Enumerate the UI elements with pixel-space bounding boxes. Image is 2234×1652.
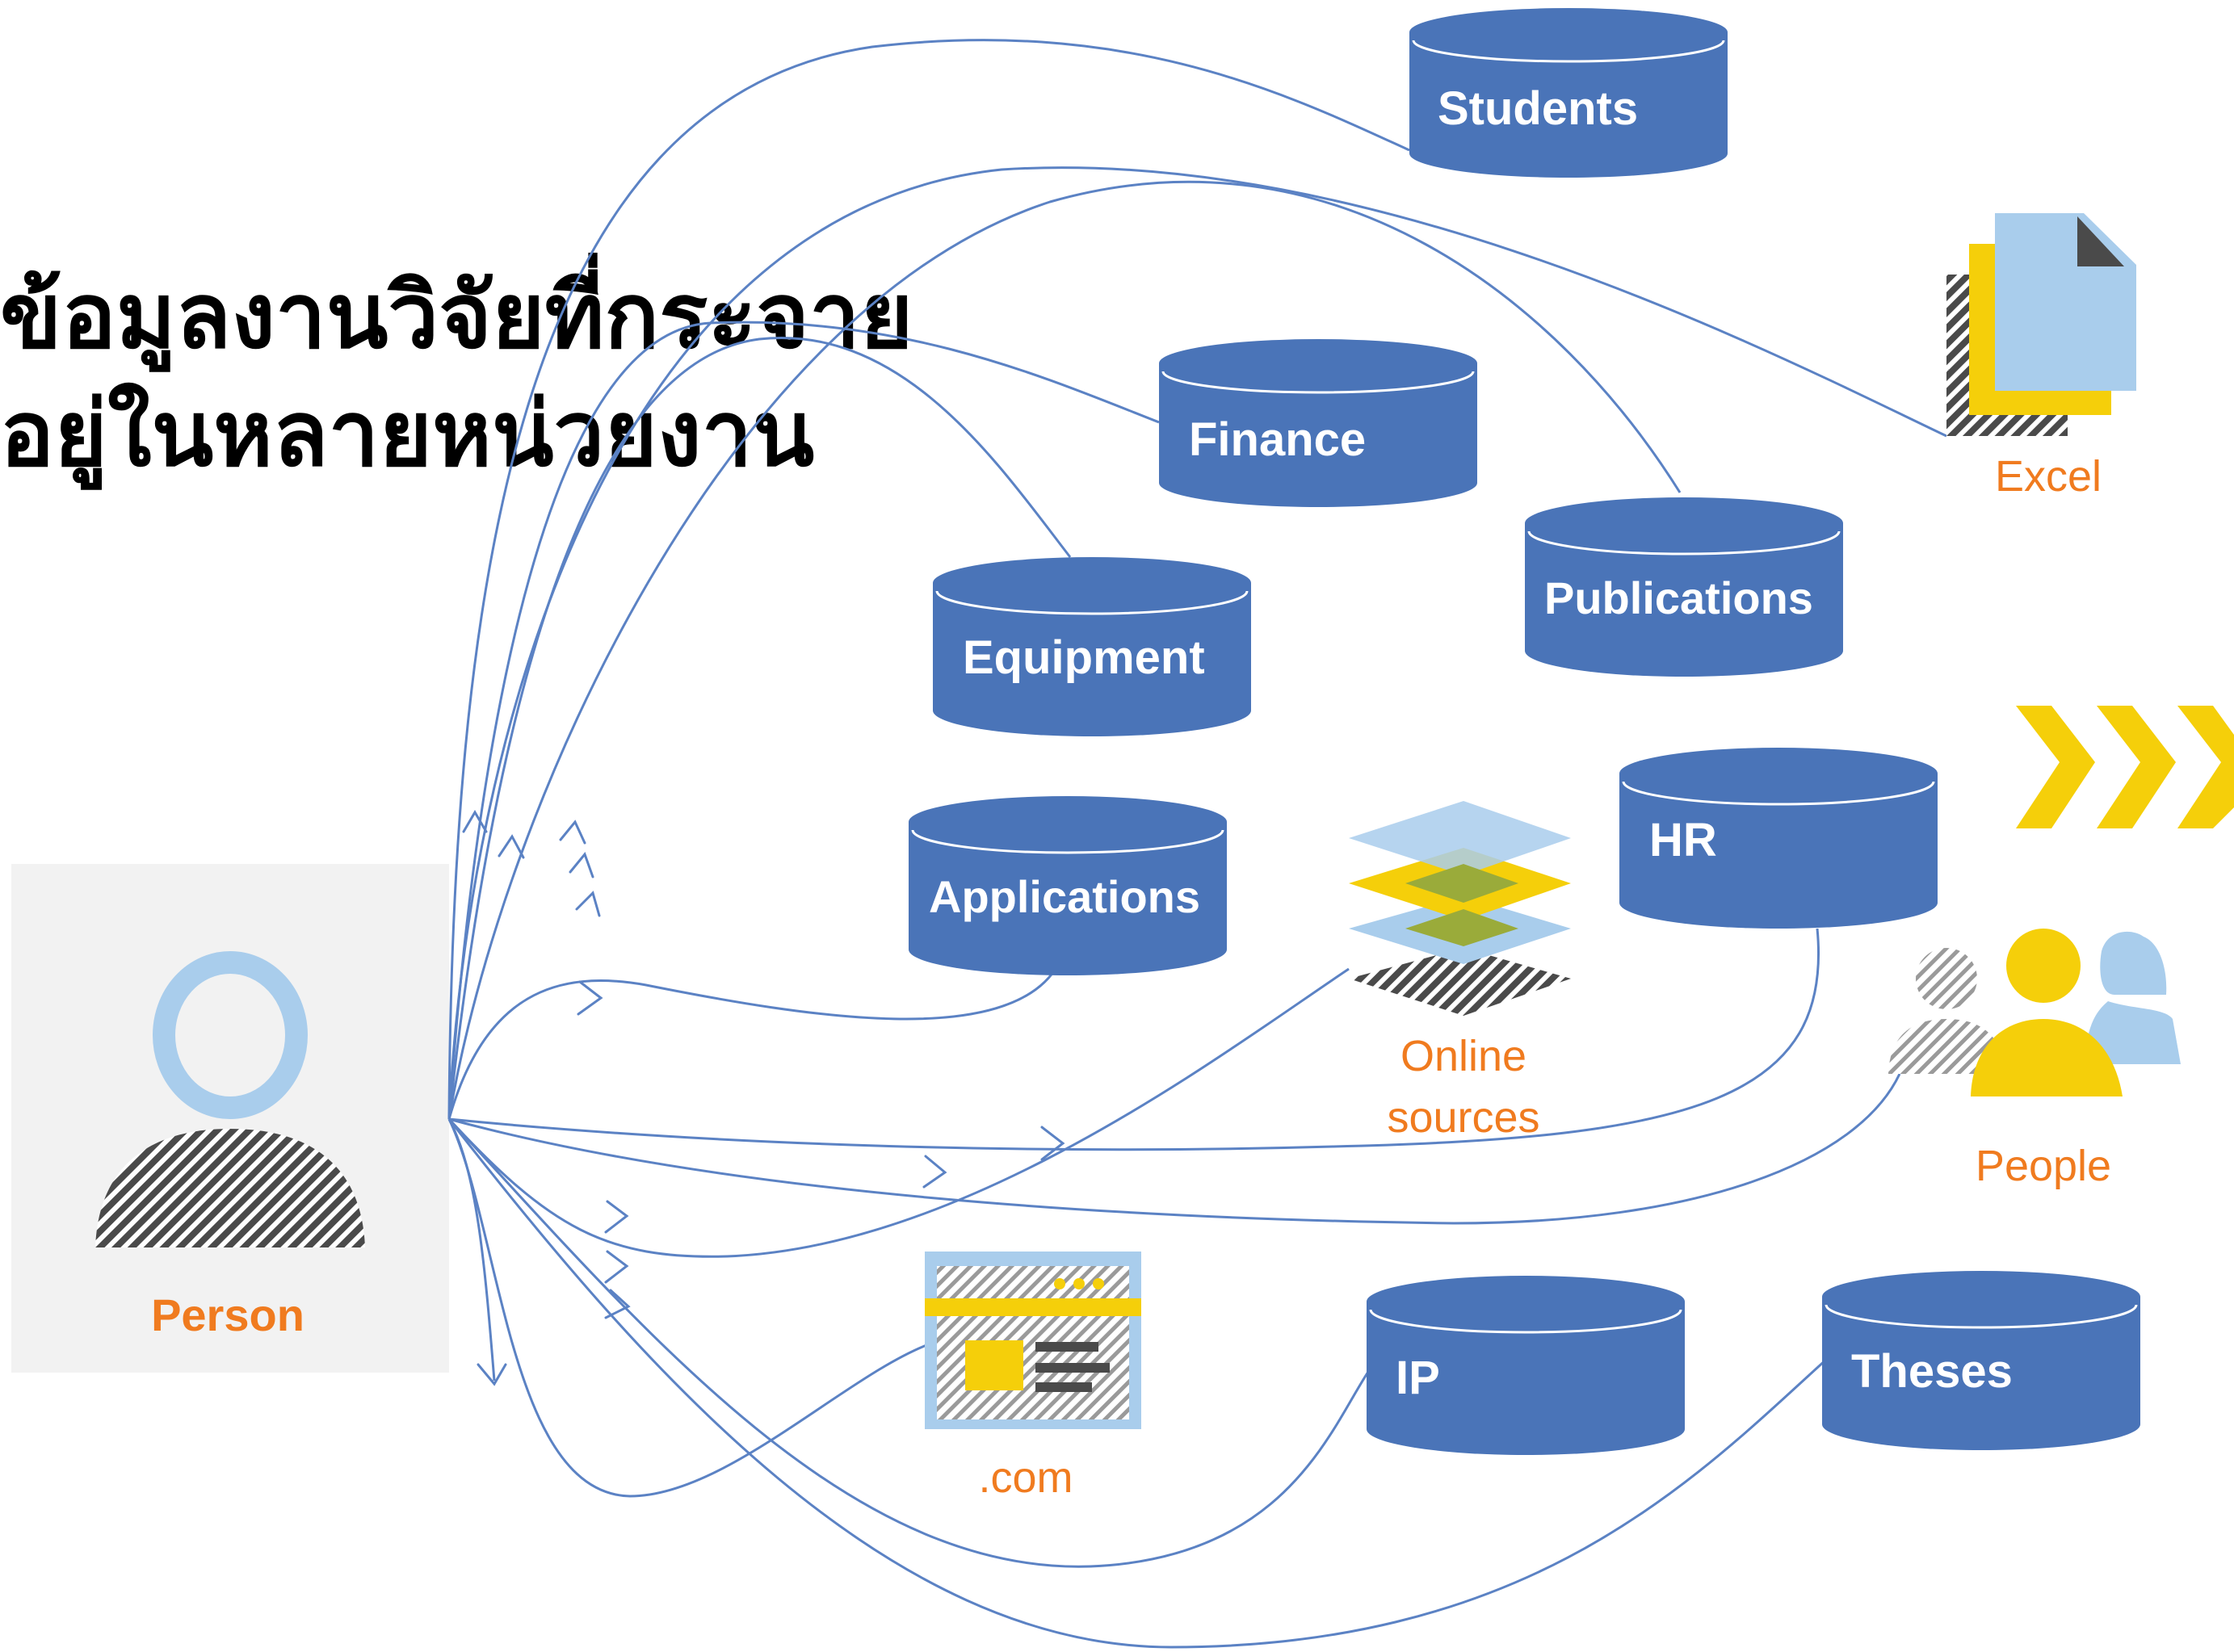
database-ip-label: IP	[1396, 1352, 1440, 1404]
connection-equipment	[447, 337, 1072, 1120]
database-applications: Applications	[909, 796, 1227, 975]
database-finance-label: Finance	[1189, 413, 1366, 466]
arrowheads	[462, 810, 1065, 1386]
connection-publications	[447, 180, 1682, 1120]
connection-web	[447, 1118, 934, 1498]
excel-documents-icon	[1946, 213, 2136, 436]
people-label: People	[1976, 1142, 2111, 1190]
connection-online	[447, 967, 1350, 1258]
connection-theses	[447, 1118, 1829, 1649]
database-finance: Finance	[1159, 339, 1477, 507]
connection-ip	[447, 1117, 1375, 1568]
connection-lower	[447, 1118, 496, 1382]
web-node: .com	[925, 1252, 1141, 1502]
online-sources-node: Online sources	[1349, 801, 1571, 1142]
arrowhead	[498, 834, 525, 859]
database-equipment-label: Equipment	[963, 631, 1205, 684]
arrowhead	[604, 1250, 629, 1284]
chevrons-right-icon	[2016, 706, 2234, 828]
database-theses-label: Theses	[1851, 1345, 2013, 1398]
people-group-icon	[1888, 929, 2181, 1096]
layers-icon	[1349, 801, 1571, 1016]
web-label: .com	[978, 1453, 1073, 1502]
arrowhead	[604, 1289, 631, 1319]
database-publications: Publications	[1525, 497, 1843, 677]
database-hr-label: HR	[1649, 814, 1717, 866]
connection-finance	[447, 321, 1160, 1120]
arrowhead	[477, 1363, 507, 1386]
person-node: Person	[11, 864, 449, 1373]
arrowhead	[559, 820, 586, 845]
database-students-label: Students	[1438, 82, 1638, 135]
arrowhead	[604, 1200, 629, 1234]
connection-people	[448, 1073, 1901, 1225]
person-label: Person	[151, 1289, 304, 1340]
diagram-title-line-1: ข้อมูลงานวิจัยที่กระจาย	[0, 264, 913, 369]
arrowhead	[569, 851, 594, 878]
diagram-title-line-2: อยู่ในหลายหน่วยงาน	[0, 382, 815, 487]
database-theses: Theses	[1822, 1271, 2140, 1450]
online-sources-label-line-1: Online	[1400, 1032, 1526, 1080]
arrowhead	[462, 810, 488, 833]
arrowhead	[922, 1155, 947, 1189]
database-ip: IP	[1367, 1276, 1685, 1455]
online-sources-label-line-2: sources	[1387, 1093, 1539, 1142]
database-equipment: Equipment	[933, 557, 1251, 736]
arrowhead	[575, 891, 601, 917]
people-node: People	[1888, 929, 2181, 1190]
arrowhead	[577, 980, 603, 1016]
connection-excel	[447, 166, 1947, 1120]
excel-node: Excel	[1946, 213, 2136, 501]
connection-applications	[447, 964, 1060, 1120]
excel-label: Excel	[1995, 452, 2102, 501]
arrowhead	[1040, 1126, 1065, 1161]
connection-lines	[447, 39, 1947, 1649]
database-students: Students	[1409, 8, 1728, 178]
database-applications-label: Applications	[929, 871, 1200, 922]
connection-hr	[448, 928, 1820, 1151]
connection-students	[447, 39, 1410, 1120]
web-browser-icon	[925, 1252, 1141, 1429]
database-hr: HR	[1619, 748, 1938, 929]
database-publications-label: Publications	[1544, 572, 1813, 623]
person-icon	[95, 951, 365, 1247]
